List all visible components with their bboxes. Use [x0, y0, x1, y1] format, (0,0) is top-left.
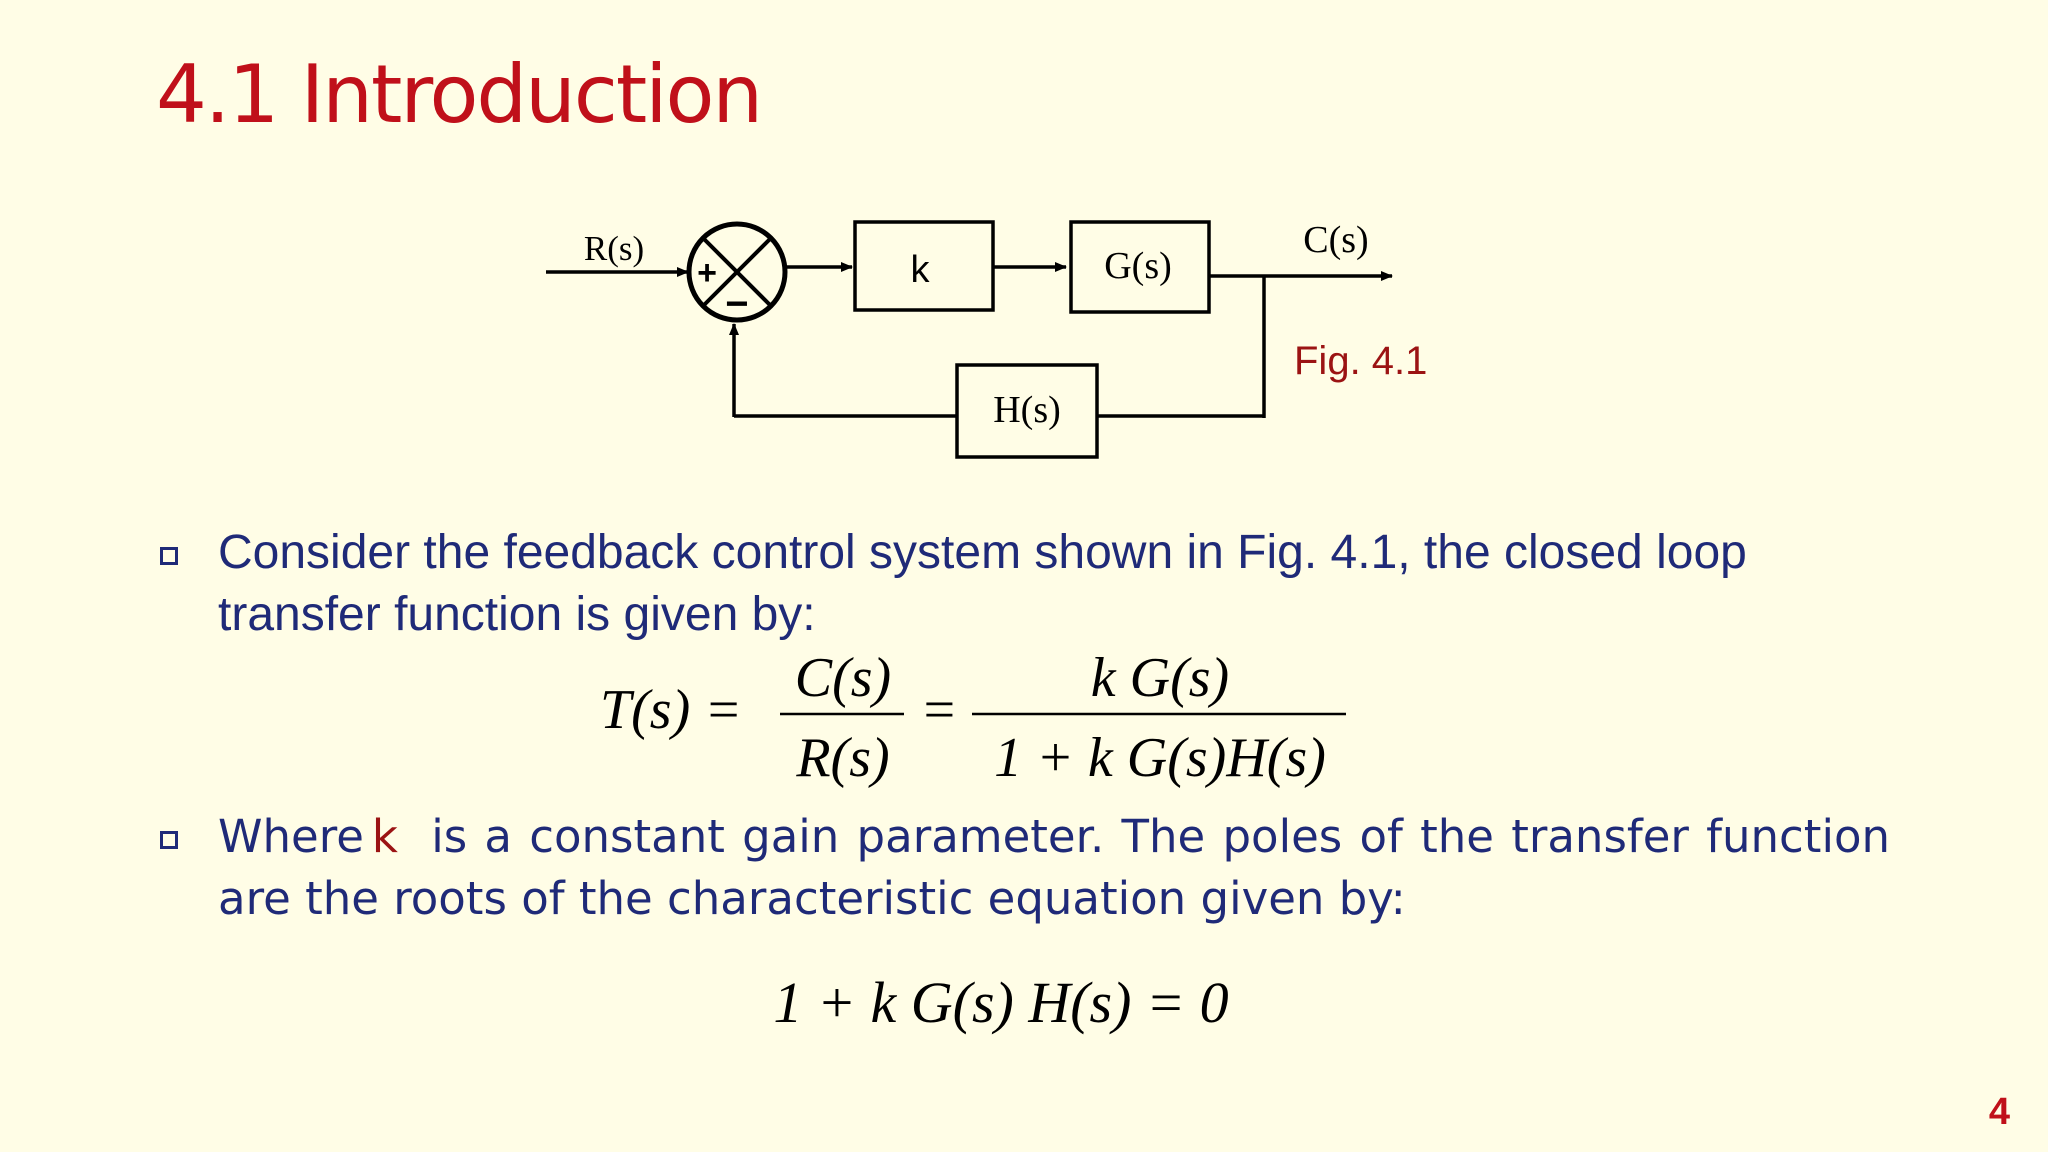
bullet-prefix: Where: [218, 810, 364, 863]
plant-block: [1069, 220, 1211, 314]
output-label: C(s): [1303, 219, 1368, 261]
transfer-denominator-2: 1 + k G(s)H(s): [994, 727, 1326, 789]
characteristic-equation-text: 1 + k G(s) H(s) = 0: [773, 970, 1228, 1035]
slide-title: 4.1 Introduction: [156, 48, 763, 141]
bullet-text: Consider the feedback control system sho…: [218, 526, 1747, 641]
transfer-denominator-1: R(s): [795, 727, 889, 789]
equals-sign: =: [920, 679, 958, 741]
input-label: R(s): [584, 229, 644, 268]
summing-junction: + −: [686, 221, 788, 326]
bullet-closed-loop: Consider the feedback control system sho…: [160, 522, 1890, 652]
gain-block-label: k: [911, 249, 931, 291]
transfer-lhs: T(s) =: [600, 679, 742, 741]
transfer-numerator-2: k G(s): [1091, 647, 1229, 709]
page-number: 4: [1988, 1091, 2010, 1133]
plant-block-label: G(s): [1104, 245, 1172, 287]
block-diagram: + − k G(s) C(s) R(s) H(s) Fig. 4.1: [546, 219, 1427, 459]
figure-caption: Fig. 4.1: [1294, 339, 1427, 383]
bullet-square-icon: [160, 547, 178, 565]
bullet-square-icon: [160, 831, 178, 849]
bullet-body: is a constant gain parameter. The poles …: [218, 810, 1891, 925]
gain-highlight: k: [371, 810, 398, 863]
feedback-block-label: H(s): [993, 389, 1061, 431]
feedback-block: [955, 363, 1099, 459]
plus-sign: +: [697, 254, 717, 292]
transfer-numerator-1: C(s): [795, 647, 891, 709]
minus-sign: −: [725, 282, 748, 326]
